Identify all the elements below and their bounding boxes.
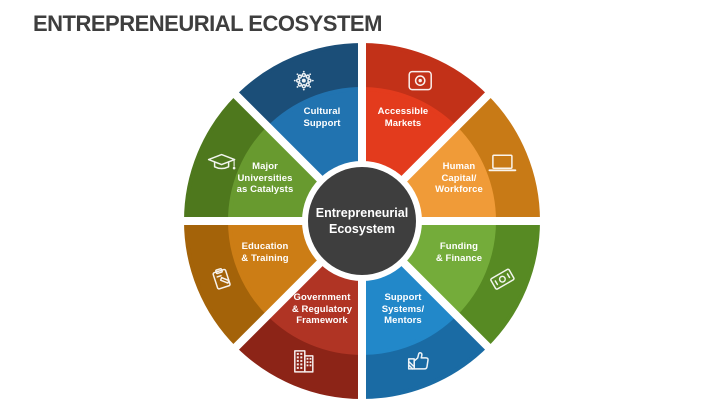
hub-label: Entrepreneurial Ecosystem bbox=[315, 206, 409, 237]
segment-label-education-training: Education & Training bbox=[241, 241, 289, 264]
banknote-icon bbox=[490, 268, 515, 290]
webcam-icon bbox=[408, 70, 432, 91]
segment-label-cultural-support: Cultural Support bbox=[303, 106, 341, 129]
segment-label-funding-finance: Funding & Finance bbox=[435, 241, 483, 264]
segment-label-support-systems: Support Systems/ Mentors bbox=[381, 292, 425, 327]
laptop-icon bbox=[488, 154, 517, 172]
thumbs-up-icon bbox=[407, 352, 429, 370]
building-icon bbox=[294, 350, 314, 373]
page-title: ENTREPRENEURIAL ECOSYSTEM bbox=[33, 11, 382, 36]
segment-label-government-framework: Government & Regulatory Framework bbox=[291, 292, 353, 327]
segment-label-human-capital: Human Capital/ Workforce bbox=[435, 161, 483, 196]
graduation-cap-icon bbox=[207, 153, 236, 170]
segment-label-accessible-markets: Accessible Markets bbox=[377, 106, 429, 129]
clipboard-icon bbox=[212, 267, 231, 290]
segment-label-major-universities: Major Universities as Catalysts bbox=[236, 161, 294, 196]
molecule-icon bbox=[293, 70, 314, 91]
hub-circle bbox=[308, 167, 416, 275]
